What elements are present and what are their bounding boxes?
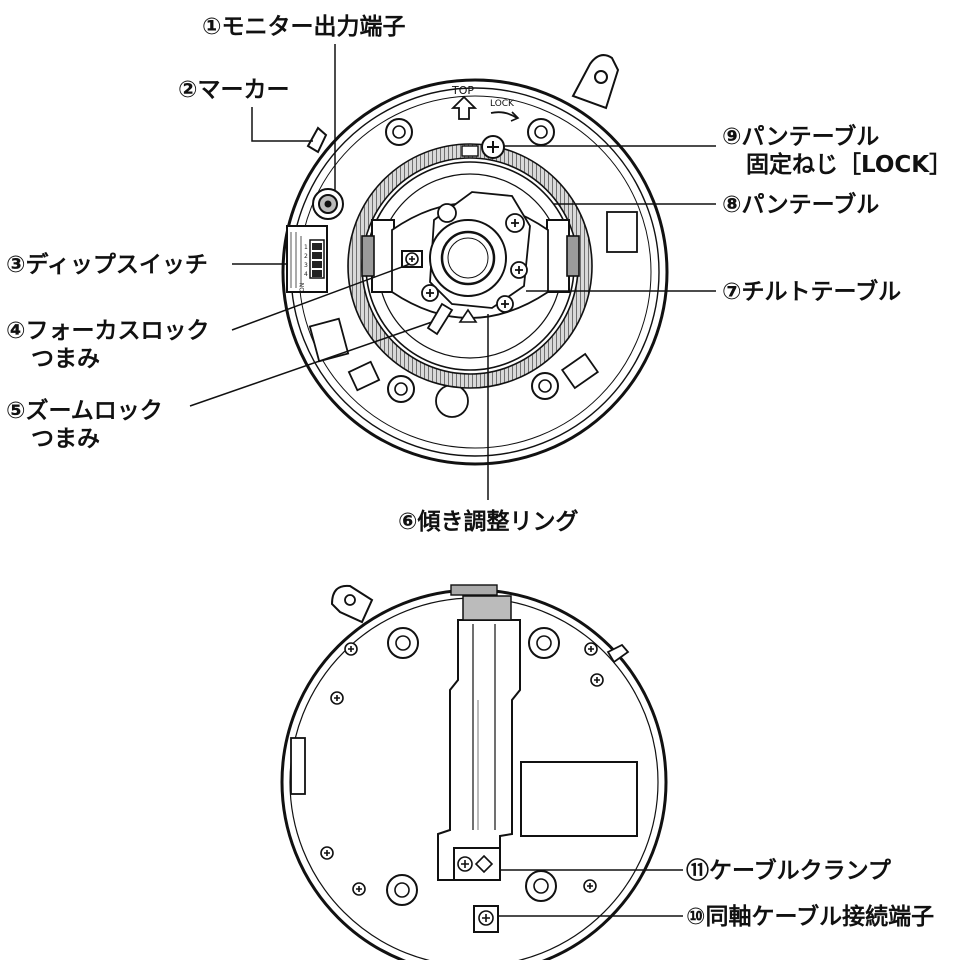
label-tilt-ring: ⑥傾き調整リング: [398, 508, 578, 535]
leader-2: [251, 107, 313, 142]
marker-nub: [606, 643, 630, 664]
screw-icon: [320, 642, 604, 896]
tilt-ring-mark: [458, 308, 478, 323]
mount-boss: [385, 118, 559, 403]
label-pan-lock-screw-2: 固定ねじ［LOCK］: [746, 151, 952, 178]
top-labels: ①モニター出力端子 ②マーカー ③ディップスイッチ ④フォーカスロック つまみ …: [6, 14, 952, 535]
label-monitor-output: ①モニター出力端子: [202, 14, 405, 40]
top-view: ON 1 2 3 4 TOP LOCK: [281, 54, 669, 466]
tilt-bracket-right: [546, 219, 580, 293]
label-plate: [520, 761, 638, 837]
side-latch: [290, 737, 306, 795]
bottom-view: [280, 584, 668, 960]
label-focus-lock: ④フォーカスロック: [6, 318, 209, 344]
mount-boss: [386, 627, 560, 906]
bottom-leaders: [498, 869, 683, 917]
dip-number-4: 4: [304, 271, 308, 278]
monitor-output-jack: [312, 188, 344, 220]
base-recess: [560, 352, 600, 390]
label-cable-clamp: ⑪ケーブルクランプ: [686, 857, 892, 884]
top-leaders: [189, 44, 716, 500]
lens-assembly: [429, 191, 531, 309]
label-pan-table: ⑧パンテーブル: [722, 191, 879, 218]
dip-number-1: 1: [304, 244, 308, 251]
lock-arrow-icon: [490, 111, 518, 119]
lens-inner: [440, 230, 496, 286]
dip-switch: ON 1 2 3 4: [286, 225, 328, 293]
screw-icon: [421, 213, 528, 313]
label-coaxial-connector: ⑩同軸ケーブル接続端子: [686, 903, 934, 930]
bottom-labels: ⑪ケーブルクランプ ⑩同軸ケーブル接続端子: [686, 857, 934, 930]
base-recess: [308, 317, 350, 363]
pan-lock-screw: [481, 135, 505, 159]
mount-tab: [330, 584, 374, 624]
label-tilt-table: ⑦チルトテーブル: [722, 278, 901, 305]
label-pan-lock-screw: ⑨パンテーブル: [722, 123, 879, 150]
focus-lock-knob: [401, 250, 423, 268]
dip-number-3: 3: [304, 262, 308, 269]
label-dip-switch: ③ディップスイッチ: [6, 251, 208, 278]
dip-number-2: 2: [304, 253, 308, 260]
label-focus-lock-knob: つまみ: [31, 346, 100, 372]
zoom-lock-knob: [426, 302, 454, 336]
top-mark: TOP: [451, 84, 474, 97]
coaxial-connector: [473, 905, 499, 933]
leader-5: [189, 321, 433, 407]
base-recess: [606, 211, 638, 253]
label-zoom-lock-knob: つまみ: [31, 426, 100, 452]
cable-clamp: [453, 847, 501, 881]
leader-4: [231, 263, 411, 331]
base-recess: [347, 360, 381, 392]
top-arrow-icon: [450, 95, 478, 120]
label-zoom-lock: ⑤ズームロック: [6, 397, 163, 424]
marker-nub: [306, 126, 328, 154]
dip-on-label: ON: [299, 283, 306, 292]
label-marker: ②マーカー: [178, 77, 289, 103]
lock-mark: LOCK: [490, 99, 515, 109]
mount-tab: [571, 54, 620, 110]
